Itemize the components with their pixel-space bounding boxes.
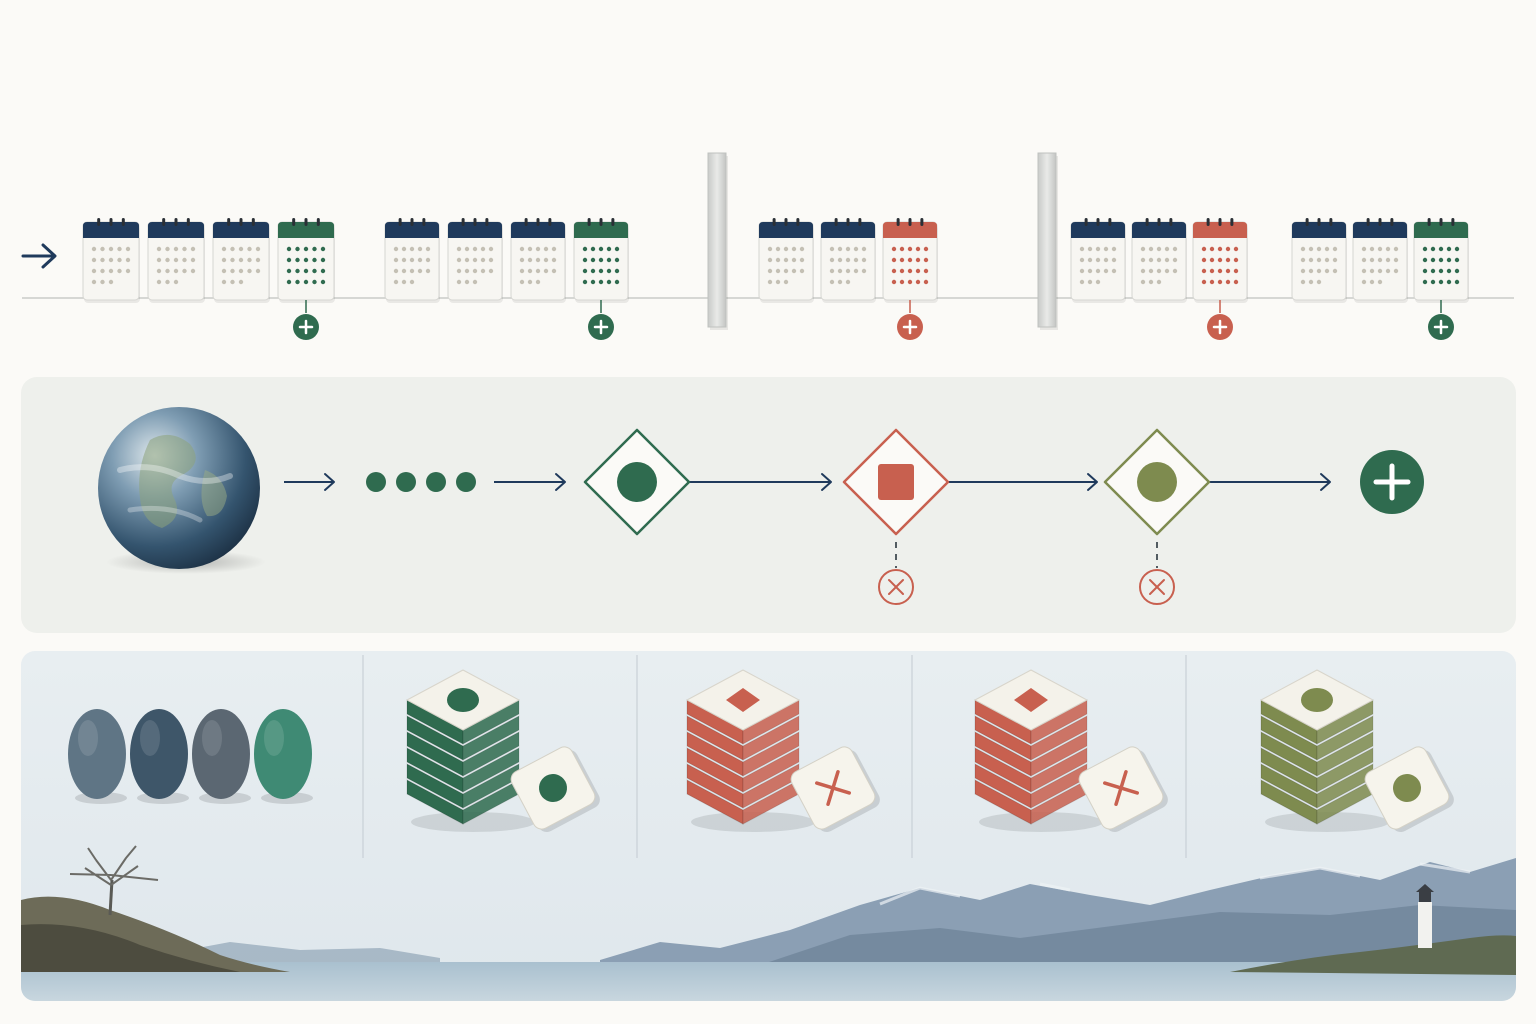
arrow-right-icon [284, 473, 335, 491]
decision-diamond-olive [1103, 428, 1211, 536]
rejected-tile [790, 746, 880, 833]
accepted-tile [1364, 746, 1454, 833]
calendar-icon [1131, 218, 1187, 303]
x-circle-icon [878, 542, 914, 605]
tile-stack-red [685, 669, 880, 833]
stone [254, 709, 313, 804]
flow-dot [396, 472, 416, 492]
stone [130, 709, 189, 804]
flow-dot [456, 472, 476, 492]
barrier-pillar [707, 152, 728, 330]
tile-stack-green [405, 669, 600, 833]
decision-diamond-green [583, 428, 691, 536]
square-mark [1014, 688, 1048, 712]
circle-mark [617, 462, 657, 502]
flow-connectors [284, 473, 1331, 491]
plus-circle-icon [588, 314, 614, 340]
timeline-group [82, 218, 335, 340]
calendar-icon [1291, 218, 1347, 303]
tile-stack-olive [1259, 669, 1454, 833]
plus-circle-icon [1207, 314, 1233, 340]
flow-dot [366, 472, 386, 492]
calendar-icon-red [882, 218, 938, 303]
flow-dot [426, 472, 446, 492]
calendar-icon-red [1192, 218, 1248, 303]
plus-circle-icon [1428, 314, 1454, 340]
decision-diamond-red [842, 428, 950, 536]
stone [68, 709, 127, 804]
calendar-icon-green [1413, 218, 1469, 303]
plus-circle-icon [1360, 450, 1424, 514]
timeline-row [21, 152, 1514, 340]
stone [192, 709, 251, 804]
calendar-icon [384, 218, 440, 303]
calendar-icon [147, 218, 205, 303]
timeline-group [1070, 218, 1248, 340]
circle-mark [1301, 688, 1333, 712]
globe-icon [98, 407, 266, 574]
calendar-icon [82, 218, 140, 303]
flow-panel [21, 377, 1516, 633]
lighthouse-icon [1416, 884, 1434, 948]
scene-panel [21, 651, 1516, 1001]
timeline-group [384, 218, 629, 340]
circle-mark [447, 688, 479, 712]
square-mark [878, 464, 914, 500]
tree-icon [69, 845, 159, 916]
calendar-icon [510, 218, 566, 303]
timeline-group [758, 218, 938, 340]
calendar-icon [212, 218, 270, 303]
calendar-icon [1070, 218, 1126, 303]
tile-stack-red [973, 669, 1168, 833]
arrow-right-icon [689, 473, 832, 491]
circle-mark [1137, 462, 1177, 502]
plus-circle-icon [293, 314, 319, 340]
rejected-tile [1078, 746, 1168, 833]
arrow-right-icon [1209, 473, 1331, 491]
arrow-right-icon [21, 243, 57, 269]
calendar-icon [447, 218, 503, 303]
x-circle-icon [1139, 542, 1175, 605]
flow-dots [366, 472, 476, 492]
scene-dividers [362, 655, 1187, 858]
timeline-group [1291, 218, 1469, 340]
calendar-icon [758, 218, 814, 303]
barrier-pillar [1037, 152, 1058, 330]
plus-circle-icon [897, 314, 923, 340]
calendar-icon [820, 218, 876, 303]
flow-panel-background [21, 377, 1516, 633]
right-shore [1230, 935, 1516, 975]
arrow-right-icon [948, 473, 1098, 491]
accepted-tile [510, 746, 600, 833]
calendar-icon-green [277, 218, 335, 303]
square-mark [726, 688, 760, 712]
calendar-icon-green [573, 218, 629, 303]
landscape [21, 845, 1516, 1001]
calendar-icon [1352, 218, 1408, 303]
arrow-right-icon [494, 473, 566, 491]
